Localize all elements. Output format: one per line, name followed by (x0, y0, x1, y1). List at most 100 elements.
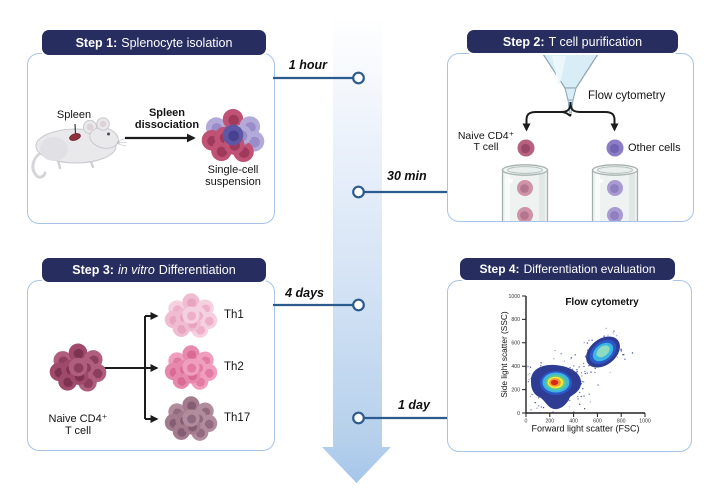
tube-rim-inner (597, 166, 633, 174)
duration-30min: 30 min (387, 169, 427, 183)
funnel-stem (564, 87, 577, 101)
step1-illustration (31, 108, 265, 179)
x-tick-labels: 0 200 400 600 800 1000 (525, 419, 651, 425)
plot-title: Flow cytometry (565, 297, 639, 308)
x-tick: 0 (525, 419, 528, 425)
naive-cd4-label: Naive CD4⁺ T cell (456, 131, 516, 153)
funnel-highlight (552, 56, 566, 84)
y-tick: 0 (517, 411, 520, 417)
x-tick: 200 (545, 419, 554, 425)
th1-cluster (164, 293, 218, 338)
dissociation-label-line1: Spleen (148, 107, 186, 119)
mouse-eye (107, 132, 110, 136)
funnel-cone (542, 54, 599, 89)
axis-ticks (522, 295, 646, 417)
mouse-inner-ear (99, 120, 107, 128)
flow-cytometry-label: Flow cytometry (588, 90, 666, 102)
step4-header-bold: Step 4: (479, 262, 520, 276)
step3-header-italic: in vitro (117, 263, 155, 277)
mouse-illustration (31, 117, 127, 179)
tube-rim-inner (507, 166, 543, 174)
y-tick-labels: 0 200 400 600 800 1000 (508, 294, 520, 417)
x-axis-label: Forward light scatter (FSC) (531, 424, 639, 434)
x-tick: 600 (593, 419, 602, 425)
step3-header-text: Differentiation (158, 263, 236, 277)
y-tick: 400 (511, 364, 520, 370)
x-tick: 800 (617, 419, 626, 425)
spleen-label: Spleen (56, 109, 92, 121)
tube-glint (599, 179, 603, 183)
collection-tube-right (591, 164, 639, 221)
step1-header-text: Splenocyte isolation (121, 35, 233, 50)
duration-4days: 4 days (285, 286, 324, 300)
tube-highlight (505, 172, 510, 221)
suspension-label-line1: Single-cell (207, 164, 259, 176)
th2-cluster (164, 345, 218, 390)
y-tick: 200 (511, 387, 520, 393)
timeline-arrowhead-icon (322, 447, 391, 483)
spleen-pointer-line (74, 123, 77, 134)
th17-label: Th17 (224, 412, 251, 424)
naive-source-label-line2: T cell (64, 425, 92, 437)
mouse-whiskers (117, 137, 127, 147)
naive-cd4-cluster (49, 343, 107, 392)
dissociation-label-line2: dissociation (134, 118, 200, 131)
step2-illustration (501, 54, 639, 221)
y-axis-label: Side light scatter (SSC) (499, 311, 509, 397)
step3-illustration (49, 293, 218, 441)
mouse-tail (31, 150, 47, 179)
other-cells-label: Other cells (628, 142, 681, 154)
step3-panel: Naive CD4⁺ T cell Th1 Th2 Th17 (27, 280, 275, 451)
step4-header-text: Differentiation evaluation (523, 262, 656, 276)
other-cell-nucleus (609, 143, 620, 154)
naive-cd4-label-line2: T cell (473, 141, 499, 153)
tube-shade (629, 172, 635, 221)
suspension-label: Single-cell suspension (185, 164, 274, 188)
step3-header: Step 3: in vitro Differentiation (40, 256, 268, 284)
step2-panel: Flow cytometry Naive CD4⁺ T cell Other c… (447, 53, 694, 222)
naive-cd4-label-line1: Naive CD4⁺ (457, 130, 515, 142)
step2-header-text: T cell purification (548, 34, 643, 49)
y-tick: 600 (511, 341, 520, 347)
collection-tube-left (501, 164, 549, 221)
tube-cell-nucleus (520, 184, 529, 193)
naive-source-label-line1: Naive CD4⁺ (48, 413, 108, 425)
y-tick: 800 (511, 317, 520, 323)
tube-cell-nucleus (520, 211, 529, 220)
mouse-haunch (40, 137, 68, 161)
flow-cytometry-plot: 0 200 400 600 800 1000 0 200 400 600 800… (499, 294, 651, 434)
tube-shade (539, 172, 545, 221)
single-cell-suspension-cluster (201, 108, 265, 163)
sort-arrow-right (569, 101, 619, 132)
spleen-spot (69, 133, 81, 141)
tube-highlight (595, 172, 600, 221)
th2-label: Th2 (224, 361, 244, 373)
duration-1day: 1 day (398, 398, 430, 412)
step1-panel: Spleen Spleen dissociation Single-cell s… (27, 53, 275, 224)
tube-outline (501, 170, 549, 221)
step2-header: Step 2: T cell purification (465, 28, 680, 55)
tube-glint (509, 179, 513, 183)
tube-outline (591, 170, 639, 221)
th17-cluster (164, 396, 218, 441)
timeline-arrow-shaft (333, 16, 382, 448)
naive-source-label: Naive CD4⁺ T cell (28, 413, 128, 437)
step3-header-bold: Step 3: (72, 263, 114, 277)
population-small-cells (530, 364, 582, 410)
x-tick: 1000 (639, 419, 651, 425)
step2-header-bold: Step 2: (502, 34, 545, 49)
th1-label: Th1 (224, 309, 244, 321)
density-core-red (550, 379, 559, 386)
y-tick: 1000 (508, 294, 520, 300)
step4-panel: 0 200 400 600 800 1000 0 200 400 600 800… (447, 280, 692, 452)
tube-cell-nucleus (610, 211, 619, 220)
differentiation-branch-lines (104, 316, 146, 419)
mouse-inner-ear (86, 123, 94, 131)
step4-header: Step 4: Differentiation evaluation (458, 256, 677, 282)
population-large-cells (586, 336, 620, 368)
step1-header: Step 1: Splenocyte isolation (40, 28, 268, 57)
density-core-teal (596, 345, 610, 358)
step1-header-bold: Step 1: (75, 35, 118, 50)
sort-arrow-left (527, 101, 572, 130)
